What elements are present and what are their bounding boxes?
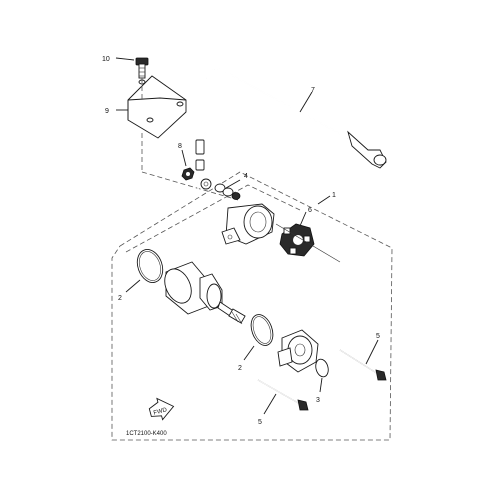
assembly-inner-guide <box>125 184 301 253</box>
leader-5-lower <box>263 393 277 415</box>
callout-4: 4 <box>244 173 248 180</box>
starter-motor-yoke <box>164 261 246 325</box>
leader-3 <box>319 377 323 393</box>
o-ring-part-2-upper <box>136 249 164 283</box>
through-bolt-part-5-lower <box>257 379 309 411</box>
bolt-part-10 <box>135 57 149 79</box>
callout-10: 10 <box>102 56 110 63</box>
leader-10 <box>115 57 135 61</box>
leader-2-upper <box>125 279 141 293</box>
starter-front-cover <box>277 329 319 373</box>
callout-3: 3 <box>316 397 320 404</box>
leader-1 <box>317 195 331 205</box>
cable-eyelet-terminal <box>200 178 212 190</box>
starter-cable-part-7 <box>195 67 387 191</box>
leader-4 <box>225 179 241 189</box>
callout-7: 7 <box>311 87 315 94</box>
diagram-code: 1CT2100-K400 <box>126 431 167 437</box>
callout-1: 1 <box>332 192 336 199</box>
brush-holder-axis <box>275 223 341 263</box>
leader-7 <box>299 91 313 113</box>
fwd-label: FWD <box>153 407 168 417</box>
leader-bracket-assembly-2 <box>141 171 239 201</box>
o-ring-part-2-lower <box>250 314 274 346</box>
leader-8 <box>181 149 187 167</box>
through-bolt-part-5-upper <box>339 349 387 381</box>
callout-2-lower: 2 <box>238 365 242 372</box>
brush-holder-part-6 <box>279 223 315 257</box>
callout-2-upper: 2 <box>118 295 122 302</box>
fwd-direction-badge: FWD <box>148 397 175 421</box>
leader-2-lower <box>243 345 255 361</box>
starter-end-cover <box>221 203 275 245</box>
callout-8: 8 <box>178 143 182 150</box>
callout-5-lower: 5 <box>258 419 262 426</box>
assembly-boundary-outline <box>111 171 393 441</box>
leader-5-upper <box>365 339 379 365</box>
washer-set-part-4 <box>214 183 241 200</box>
bracket-part-9 <box>127 75 187 139</box>
callout-6: 6 <box>308 207 312 214</box>
o-ring-part-3 <box>315 358 329 378</box>
callout-5-upper: 5 <box>376 333 380 340</box>
leader-6 <box>299 211 307 227</box>
callout-9: 9 <box>105 108 109 115</box>
nut-part-8 <box>181 167 195 181</box>
